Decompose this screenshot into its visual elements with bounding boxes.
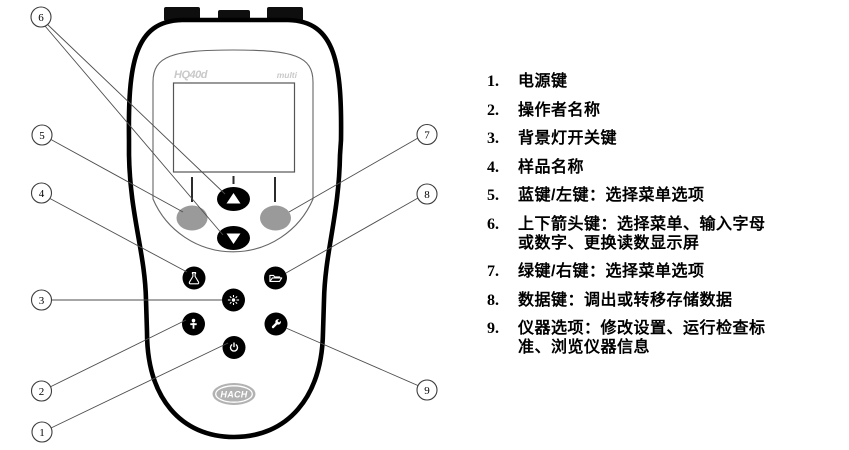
svg-text:7: 7 xyxy=(424,129,430,141)
svg-text:5: 5 xyxy=(39,130,45,142)
up-arrow-key[interactable] xyxy=(217,187,250,211)
legend-item-text: 样品名称 xyxy=(518,158,585,176)
svg-text:9: 9 xyxy=(424,385,430,397)
legend-list: 1. 电源键 2. 操作者名称 3. 背景灯开关键 4. 样品名称 5. 蓝键/左键：选择菜单选项… xyxy=(487,72,787,367)
callout-3: 3 xyxy=(30,289,53,311)
legend-item-number: 8. xyxy=(487,291,499,309)
hach-logo-text: HACH xyxy=(220,389,247,399)
softkey-ticks xyxy=(191,176,276,202)
legend-item-number: 3. xyxy=(487,130,499,147)
legend-item-text: 上下箭头键：选择菜单、输入字母或数字、更换读数显示屏 xyxy=(518,215,766,252)
callout-4: 4 xyxy=(30,182,53,204)
legend-item-number: 9. xyxy=(487,320,499,337)
legend-item: 8. 数据键：调出或转移存储数据 xyxy=(487,291,787,310)
legend-item-text: 绿键/右键：选择菜单选项 xyxy=(518,263,705,280)
down-arrow-icon xyxy=(226,233,241,244)
backlight-key[interactable] xyxy=(222,288,245,312)
person-icon xyxy=(190,318,197,329)
legend-item-text: 数据键：调出或转移存储数据 xyxy=(518,291,733,309)
sun-icon xyxy=(227,295,240,305)
svg-text:6: 6 xyxy=(38,12,44,24)
callout-lines xyxy=(44,23,420,429)
green-right-key[interactable] xyxy=(260,205,291,231)
callout-5: 5 xyxy=(31,124,53,146)
legend-item-number: 7. xyxy=(487,263,499,280)
display-screen xyxy=(172,82,296,173)
legend-item-text: 背景灯开关键 xyxy=(518,130,618,147)
legend-item: 2. 操作者名称 xyxy=(487,101,787,120)
hach-logo: HACH xyxy=(212,383,256,405)
up-arrow-icon xyxy=(226,193,241,204)
instrument-options-key[interactable] xyxy=(264,312,288,336)
power-icon xyxy=(229,342,239,352)
device-diagram: HQ40d multi xyxy=(30,6,438,443)
callout-1: 1 xyxy=(31,421,53,443)
legend-item: 7. 绿键/右键：选择菜单选项 xyxy=(487,262,787,281)
svg-text:1: 1 xyxy=(39,427,45,439)
callout-6: 6 xyxy=(30,6,52,28)
legend-item: 4. 样品名称 xyxy=(487,158,787,177)
svg-text:4: 4 xyxy=(39,188,45,200)
callout-7: 7 xyxy=(416,123,438,146)
legend-item-text: 蓝键/左键：选择菜单选项 xyxy=(518,187,705,204)
faceplate-outline xyxy=(152,49,314,253)
sample-name-key[interactable] xyxy=(182,266,206,290)
legend-item: 6. 上下箭头键：选择菜单、输入字母或数字、更换读数显示屏 xyxy=(487,215,787,253)
legend-item-number: 2. xyxy=(487,101,499,119)
legend-item: 3. 背景灯开关键 xyxy=(487,129,787,148)
down-arrow-key[interactable] xyxy=(217,226,250,250)
svg-text:2: 2 xyxy=(39,386,45,398)
legend-item-number: 5. xyxy=(487,187,499,204)
folder-icon xyxy=(269,274,283,282)
legend-item: 9. 仪器选项：修改设置、运行检查标准、浏览仪器信息 xyxy=(487,319,787,357)
svg-text:8: 8 xyxy=(424,189,430,201)
data-key[interactable] xyxy=(264,266,287,290)
legend-item-text: 电源键 xyxy=(518,73,568,90)
multi-logo: multi xyxy=(277,70,298,80)
device-model-logo: HQ40d xyxy=(174,69,208,81)
callout-9: 9 xyxy=(416,379,438,401)
wrench-icon xyxy=(271,318,282,329)
blue-left-key[interactable] xyxy=(176,205,208,231)
callout-8: 8 xyxy=(416,183,438,205)
legend-item: 5. 蓝键/左键：选择菜单选项 xyxy=(487,186,787,205)
legend-item: 1. 电源键 xyxy=(487,72,787,91)
svg-text:3: 3 xyxy=(39,295,45,307)
legend-item-text: 操作者名称 xyxy=(518,101,601,119)
flask-icon xyxy=(188,272,200,285)
operator-key[interactable] xyxy=(182,312,205,336)
power-key[interactable] xyxy=(222,336,246,359)
legend-item-text: 仪器选项：修改设置、运行检查标准、浏览仪器信息 xyxy=(518,320,766,356)
callout-2: 2 xyxy=(30,380,53,402)
legend-item-number: 4. xyxy=(487,158,499,176)
legend-item-number: 1. xyxy=(487,73,499,90)
callout-balloons: 1 2 3 4 5 6 7 xyxy=(30,6,438,443)
legend-item-number: 6. xyxy=(487,215,499,233)
